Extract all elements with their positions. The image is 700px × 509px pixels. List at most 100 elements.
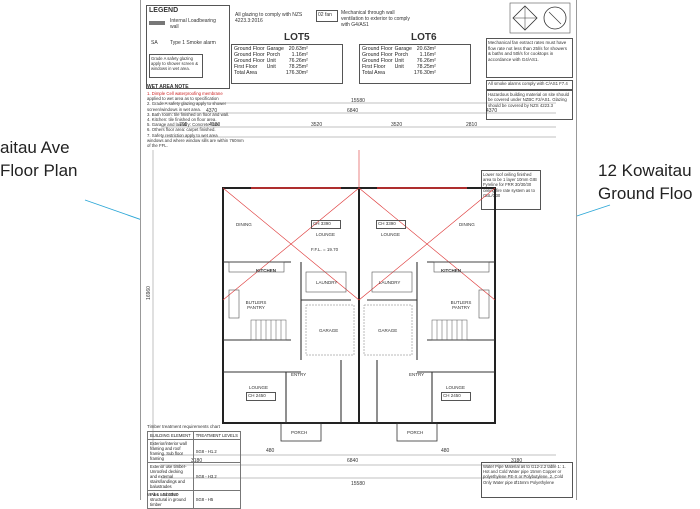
room-laundry-left: LAUNDRY <box>316 280 338 285</box>
area-cell: 78.25m² <box>288 64 308 70</box>
room-kitchen-right: KITCHEN <box>441 268 461 273</box>
ch-bottom-left-box <box>246 392 276 401</box>
wall-legend: WALL LEGEND <box>147 492 179 497</box>
area-cell: Garage <box>266 46 284 52</box>
smoke-comply-note: All smoke alarms comply with C/AS1 F7.4 <box>488 81 568 86</box>
room-garage-right: GARAGE <box>378 328 398 333</box>
room-entry-right: ENTRY <box>409 372 425 377</box>
area-cell: Ground Floor <box>362 46 393 52</box>
dim-mid-width: 6840 <box>347 108 359 114</box>
timber-row: Exterior/interior wall framing and roof … <box>147 439 241 463</box>
ffl-top: F.F.L. = 19.70 <box>311 247 339 252</box>
lot6-area-box <box>359 44 471 84</box>
fan-rates-note: Mechanical fan extract rates must have f… <box>488 40 568 62</box>
wet-area-line: 7. Safety restriction apply to wet area <box>147 132 218 138</box>
glazing-comply: All glazing to comply with NZS 4223.3:20… <box>235 12 303 24</box>
area-cell: Unit <box>394 58 404 64</box>
area-cell: 20.63m² <box>288 46 308 52</box>
smoke-comply-box <box>486 80 573 90</box>
wet-area-line: 5. Garage and laundry: Concrete floor. <box>147 122 221 128</box>
dim-d3: 3520 <box>311 122 323 128</box>
ch-bottom-left: CH 2450 <box>248 393 266 398</box>
right-callout-line2: Ground Floo <box>598 184 693 203</box>
area-cell: Total Area <box>362 70 386 76</box>
area-row: First Floor Unit 78.25m² <box>361 64 437 70</box>
glazing-note: Grade A safety glazing apply to shower s… <box>151 56 199 71</box>
water-note: Water Pipe Material as to G12-2.2 table … <box>483 464 566 485</box>
room-lounge-top: LOUNGE <box>316 232 336 237</box>
loadbearing-symbol <box>149 21 165 25</box>
area-cell: Garage <box>394 46 412 52</box>
hazard-box <box>486 90 573 120</box>
area-cell: 78.25m² <box>416 64 436 70</box>
floor-plan <box>152 102 556 479</box>
legend-box <box>146 5 230 89</box>
area-cell: Ground Floor <box>234 58 265 64</box>
area-cell: Porch <box>394 52 409 58</box>
timber-cell: SG8 - H1.2 <box>192 439 241 463</box>
wet-area-line: 4. Kitchen: tile finished on floor area. <box>147 117 217 123</box>
dim-overall-top: 15580 <box>351 98 365 104</box>
area-row: Total Area 176.30m² <box>361 70 437 76</box>
glazing-note-box <box>149 54 203 78</box>
roof-note: Lower roof ceiling finished area to be 1… <box>483 172 537 198</box>
area-cell: First Floor <box>234 64 258 70</box>
timber-cell: Exterior use timber-Unroofed decking and… <box>147 462 194 491</box>
room-butlers-left: BUTLERS PANTRY <box>245 300 267 310</box>
dim-d2: 4180 <box>209 122 221 128</box>
room-lounge-left: LOUNGE <box>249 385 269 390</box>
timber-head-level: TREATMENT LEVELS <box>192 431 241 440</box>
legend-title: LEGEND <box>149 7 179 14</box>
legend-smoke: Type 1 Smoke alarm <box>170 40 216 46</box>
lot5-title: LOT5 <box>284 32 310 43</box>
lot6-title: LOT6 <box>411 32 437 43</box>
area-cell: 176.30m² <box>413 70 436 76</box>
room-kitchen-left: KITCHEN <box>256 268 276 273</box>
room-garage-left: GARAGE <box>319 328 339 333</box>
dim-right-width: 4370 <box>486 108 498 114</box>
timber-row: Exterior use timber-Unroofed decking and… <box>147 462 241 491</box>
timber-cell: Exterior/interior wall framing and roof … <box>147 439 194 463</box>
room-lounge-right: LOUNGE <box>446 385 466 390</box>
area-cell: First Floor <box>362 64 386 70</box>
fan-note: Mechanical through wall ventilation to e… <box>341 10 410 28</box>
ch-bottom-right-box <box>441 392 471 401</box>
area-cell: 20.63m² <box>416 46 436 52</box>
timber-head-element: BUILDING ELEMENT <box>147 431 194 440</box>
area-cell: Ground Floor <box>362 52 393 58</box>
dim-bottom-right: 3180 <box>511 458 523 464</box>
left-callout-line1: aitau Ave <box>0 138 70 157</box>
water-note-box <box>481 462 573 498</box>
dim-small-right: 480 <box>441 448 450 454</box>
ch-bottom-right: CH 2450 <box>443 393 461 398</box>
room-lounge-top-right: LOUNGE <box>381 232 401 237</box>
hazard-note: Hazardous building material on site shou… <box>488 92 569 108</box>
area-cell: 1.16m² <box>419 52 436 58</box>
area-cell: 76.26m² <box>288 58 308 64</box>
dim-left-width: 4370 <box>206 108 218 114</box>
room-butlers-right: BUTLERS PANTRY <box>450 300 472 310</box>
room-entry-left: ENTRY <box>291 372 307 377</box>
roof-note-box <box>481 170 541 210</box>
area-cell: Unit <box>394 64 404 70</box>
room-porch-left: PORCH <box>291 430 308 435</box>
dim-bottom-mid: 6840 <box>347 458 359 464</box>
wet-area-line: screen/windows in wet area. <box>147 106 201 112</box>
wet-area-line: 6. Others floor area: carpet finished. <box>147 127 216 133</box>
ch-right-box <box>376 220 406 229</box>
room-porch-right: PORCH <box>407 430 424 435</box>
ch-left-box <box>311 220 341 229</box>
area-cell: Ground Floor <box>234 46 265 52</box>
fan-rates-box <box>486 38 573 78</box>
drawing-sheet: LEGEND Internal Loadbearing wall SA Type… <box>140 0 577 509</box>
area-cell: Total Area <box>234 70 258 76</box>
